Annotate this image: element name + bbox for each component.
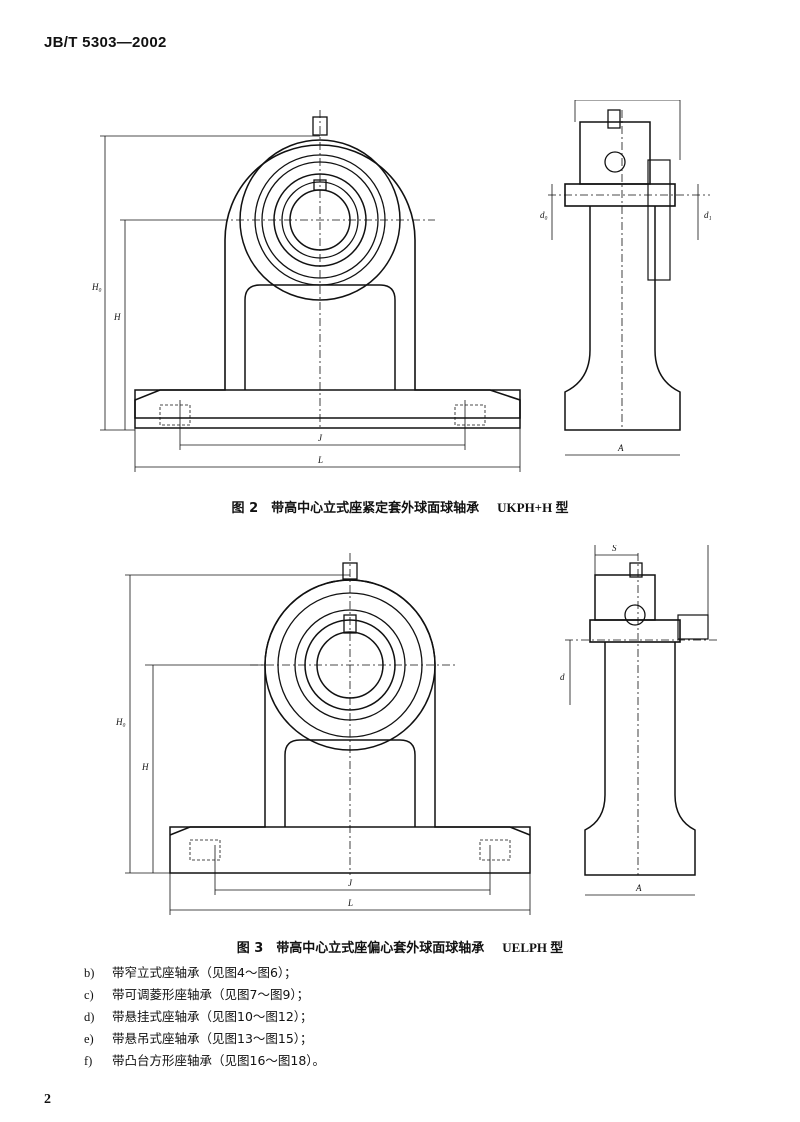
dim-label-J: J	[348, 878, 353, 888]
list-item-marker: c)	[84, 988, 94, 1002]
front-view-dimensions	[125, 574, 531, 915]
dim-label-H0: H₀	[115, 717, 126, 727]
dim-label-L: L	[347, 898, 353, 908]
list-item-text: 带可调菱形座轴承（见图7～图9）；	[112, 987, 310, 1002]
figure-2-caption: 图 2 带高中心立式座紧定套外球面球轴承 UKPH+H 型	[0, 497, 800, 516]
list-item: e) 带悬吊式座轴承（见图13～图15）；	[84, 1028, 325, 1050]
dim-label-L: L	[317, 455, 323, 465]
side-view-housing	[548, 109, 710, 431]
side-view-dimensions	[551, 95, 699, 456]
dim-label-H: H	[113, 312, 121, 322]
dim-label-A: A	[635, 883, 642, 893]
list-item: c) 带可调菱形座轴承（见图7～图9）；	[84, 984, 325, 1006]
figure-2-caption-text: 图 2 带高中心立式座紧定套外球面球轴承	[231, 501, 480, 516]
list-item: f) 带凸台方形座轴承（见图16～图18）。	[84, 1050, 325, 1072]
dim-label-J: J	[318, 433, 323, 443]
dim-label-H: H	[141, 762, 149, 772]
list-item-marker: b)	[84, 966, 95, 980]
figure-3-model: UELPH 型	[502, 940, 564, 955]
figure-3-caption-text: 图 3 带高中心立式座偏心套外球面球轴承	[236, 941, 485, 956]
figure-2-model: UKPH+H 型	[497, 500, 569, 515]
page-number: 2	[44, 1092, 51, 1107]
list-item-marker: d)	[84, 1010, 95, 1024]
front-view-housing	[134, 110, 521, 430]
bearing-type-list: b) 带窄立式座轴承（见图4～图6）； c) 带可调菱形座轴承（见图7～图9）； d…	[84, 962, 325, 1072]
list-item-marker: e)	[84, 1032, 94, 1046]
figure-2-drawing: H₀ H J L B₃ A d₀ d₁	[70, 88, 750, 490]
list-item: b) 带窄立式座轴承（见图4～图6）；	[84, 962, 325, 984]
list-item-text: 带凸台方形座轴承（见图16～图18）。	[112, 1053, 326, 1068]
dim-label-H0: H₀	[91, 282, 102, 292]
dim-label-d: d	[560, 672, 565, 682]
list-item-text: 带窄立式座轴承（见图4～图6）；	[112, 965, 297, 980]
dim-label-d1: d₁	[704, 210, 712, 220]
front-view-housing	[169, 553, 531, 875]
figure-3-drawing: H₀ H J L B₁ S A d	[70, 523, 750, 930]
dim-label-A: A	[617, 443, 624, 453]
side-view-dimensions	[569, 530, 709, 896]
list-item: d) 带悬挂式座轴承（见图10～图12）；	[84, 1006, 325, 1028]
front-view-dimensions	[100, 135, 521, 472]
list-item-marker: f)	[84, 1054, 93, 1068]
standard-code: JB/T 5303—2002	[44, 34, 167, 51]
dim-label-S: S	[612, 545, 617, 553]
dim-label-d0: d₀	[540, 210, 548, 220]
side-view-housing	[565, 553, 720, 876]
figure-3-caption: 图 3 带高中心立式座偏心套外球面球轴承 UELPH 型	[0, 937, 800, 956]
list-item-text: 带悬挂式座轴承（见图10～图12）；	[112, 1009, 313, 1024]
list-item-text: 带悬吊式座轴承（见图13～图15）；	[112, 1031, 313, 1046]
